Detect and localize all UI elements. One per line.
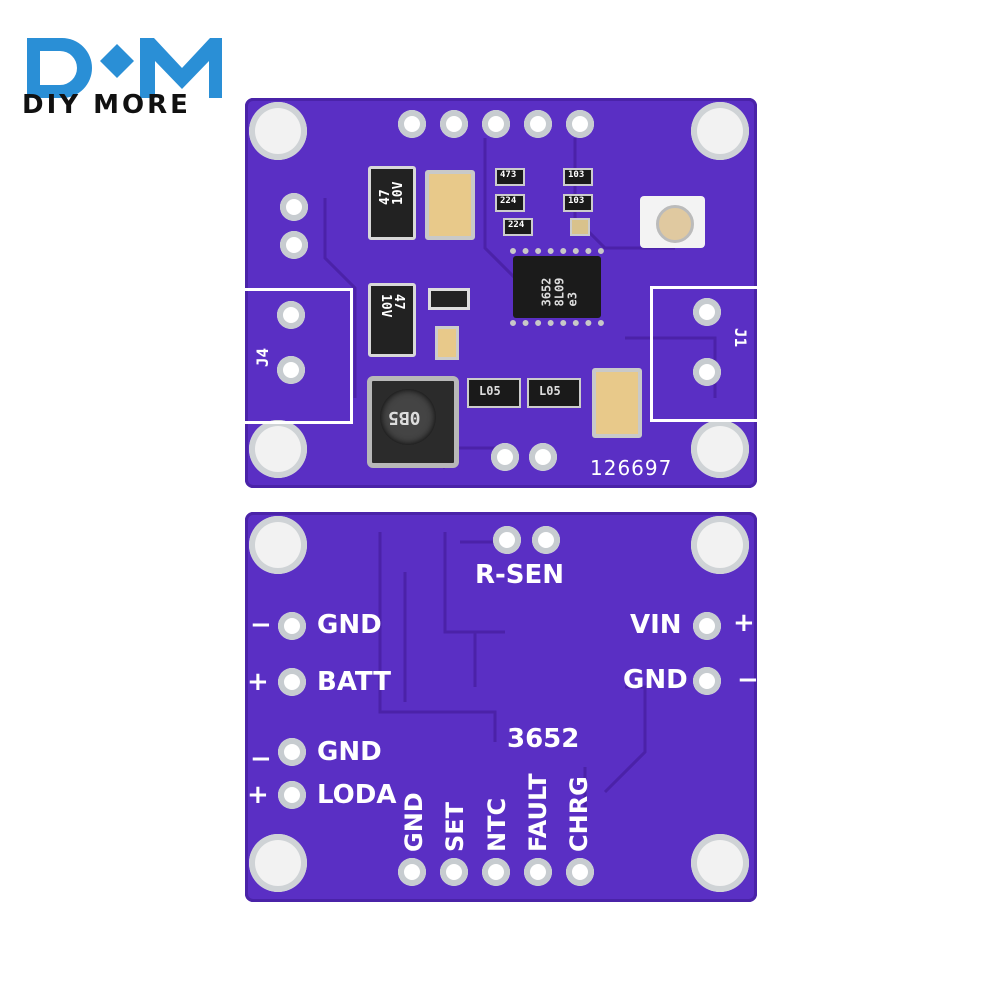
tantalum-capacitor-2: 47 10V (368, 283, 416, 357)
bottom-pad-set (440, 858, 468, 886)
connector-j4-outline (245, 288, 353, 424)
j1-pad-2 (693, 358, 721, 386)
r-sen-pad-2 (532, 526, 560, 554)
mounting-hole-top-right (691, 102, 749, 160)
resistor-4: 103 (563, 194, 593, 212)
ceramic-capacitor-2 (592, 368, 642, 438)
header-pad (440, 110, 468, 138)
small-capacitor (570, 218, 590, 236)
mounting-hole-bottom-left (249, 834, 307, 892)
connector-j4-label: J4 (253, 347, 273, 368)
pad-gnd-right (693, 667, 721, 695)
sign-loda: + (247, 780, 269, 810)
small-capacitor-2 (435, 326, 459, 360)
label-bottom-set: SET (441, 801, 469, 852)
bottom-pad-chrg (566, 858, 594, 886)
side-pad (280, 231, 308, 259)
pcb-board-bottom: R-SEN − GND + BATT − GND + LODA VIN + GN… (245, 512, 759, 902)
ceramic-capacitor-1 (425, 170, 475, 240)
mounting-hole-bottom-right (691, 420, 749, 478)
mounting-hole-top-right (691, 516, 749, 574)
sign-gnd-right: − (737, 665, 759, 695)
transistor-2: L05 (527, 378, 581, 408)
mounting-hole-top-left (249, 102, 307, 160)
label-bottom-ntc: NTC (483, 797, 511, 852)
label-vin: VIN (630, 610, 682, 640)
pcb-board-top: J4 J1 47 10V 47 10V 473 103 224 103 224 … (245, 98, 760, 488)
header-pad (524, 110, 552, 138)
sign-vin: + (733, 608, 755, 638)
sign-gnd-2: − (250, 744, 272, 774)
j4-pad-2 (277, 356, 305, 384)
header-pad (398, 110, 426, 138)
j1-pad-1 (693, 298, 721, 326)
mounting-hole-top-left (249, 516, 307, 574)
label-batt: BATT (317, 667, 391, 697)
inductor: 0B5 (367, 376, 459, 468)
label-bottom-gnd: GND (400, 792, 428, 852)
potentiometer[interactable] (640, 196, 705, 248)
pad-batt (278, 668, 306, 696)
label-gnd-2: GND (317, 737, 382, 767)
mounting-hole-bottom-right (691, 834, 749, 892)
ic-pins (510, 248, 604, 326)
label-bottom-fault: FAULT (524, 773, 552, 852)
j4-pad-1 (277, 301, 305, 329)
side-pad (280, 193, 308, 221)
board-serial-number: 126697 (590, 456, 673, 480)
brand-name: DIY MORE (22, 90, 191, 120)
bottom-pad-fault (524, 858, 552, 886)
transistor-1: L05 (467, 378, 521, 408)
pad-gnd-1 (278, 612, 306, 640)
label-bottom-chrg: CHRG (565, 776, 593, 852)
r-sen-pad-1 (493, 526, 521, 554)
connector-j1-label: J1 (731, 327, 751, 348)
ic-chip-3652: 3652 8L09 e3 (513, 256, 601, 318)
bottom-pad-gnd (398, 858, 426, 886)
pad-loda (278, 781, 306, 809)
test-pad-1 (491, 443, 519, 471)
resistor-1: 473 (495, 168, 525, 186)
small-diode (428, 288, 470, 310)
diymore-logo (27, 38, 222, 98)
test-pad-2 (529, 443, 557, 471)
connector-j1-outline (650, 286, 760, 422)
sign-gnd-1: − (250, 610, 272, 640)
header-pad (482, 110, 510, 138)
pad-vin (693, 612, 721, 640)
resistor-5: 224 (503, 218, 533, 236)
label-loda: LODA (317, 780, 397, 810)
mounting-hole-bottom-left (249, 420, 307, 478)
resistor-3: 224 (495, 194, 525, 212)
resistor-2: 103 (563, 168, 593, 186)
label-gnd-right: GND (623, 665, 688, 695)
pad-gnd-2 (278, 738, 306, 766)
label-gnd-1: GND (317, 610, 382, 640)
chip-label-3652: 3652 (507, 724, 580, 754)
header-pad (566, 110, 594, 138)
tantalum-capacitor-1: 47 10V (368, 166, 416, 240)
sign-batt: + (247, 667, 269, 697)
r-sen-label: R-SEN (475, 560, 565, 590)
bottom-pad-ntc (482, 858, 510, 886)
